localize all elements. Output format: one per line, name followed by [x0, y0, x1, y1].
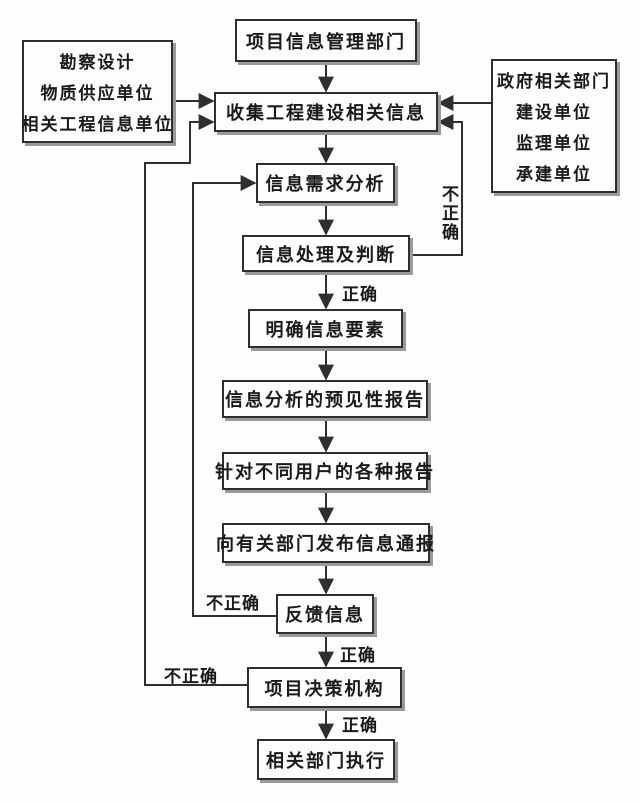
node-label-line: 政府相关部门: [497, 72, 611, 91]
node-label: 明确信息要素: [265, 319, 386, 340]
node-label-line: 监理单位: [516, 134, 592, 153]
node-predictive-report: 信息分析的预见性报告: [222, 380, 428, 418]
node-clarify-elements: 明确信息要素: [248, 309, 403, 348]
node-demand-analysis: 信息需求分析: [256, 163, 395, 203]
node-user-reports: 针对不同用户的各种报告: [215, 452, 433, 490]
node-label: 收集工程建设相关信息: [226, 103, 426, 123]
node-publish-bulletin: 向有关部门发布信息通报: [216, 523, 434, 563]
node-label: 项目信息管理部门: [246, 31, 406, 52]
node-label: 信息处理及判断: [256, 244, 396, 265]
edge-label-incorrect-from-process: 不正确: [439, 185, 458, 242]
edge-label-incorrect-from-decision: 不正确: [164, 667, 218, 686]
node-label: 项目决策机构: [264, 678, 385, 699]
edge-process-incorrect-to-collect: [410, 114, 463, 256]
node-label: 反馈信息: [285, 605, 365, 625]
node-decision-body: 项目决策机构: [247, 667, 402, 708]
node-label: 信息需求分析: [265, 174, 386, 194]
node-label-line: 勘察设计: [59, 53, 136, 72]
edge-decision-incorrect-to-collect: [144, 114, 247, 686]
node-label: 向有关部门发布信息通报: [216, 534, 436, 554]
node-label-line: 建设单位: [516, 103, 592, 122]
node-label: 相关部门执行: [266, 750, 386, 771]
edge-label-correct-after-decision: 正确: [342, 716, 378, 735]
node-label-line: 物质供应单位: [40, 84, 155, 103]
edge-label-correct-after-feedback: 正确: [340, 646, 376, 665]
node-left-sources: 勘察设计 物质供应单位 相关工程信息单位: [22, 40, 173, 143]
node-right-sources: 政府相关部门 建设单位 监理单位 承建单位: [491, 59, 617, 193]
node-feedback-info: 反馈信息: [276, 594, 374, 634]
node-collect-info: 收集工程建设相关信息: [214, 92, 438, 132]
edge-label-correct-after-process: 正确: [342, 285, 378, 304]
edge-feedback-incorrect-to-demand: [192, 175, 276, 617]
node-process-judge: 信息处理及判断: [242, 235, 410, 272]
edge-label-incorrect-from-feedback: 不正确: [206, 594, 260, 613]
node-project-info-dept: 项目信息管理部门: [235, 19, 417, 62]
node-label-line: 相关工程信息单位: [21, 115, 174, 134]
node-label: 信息分析的预见性报告: [225, 390, 425, 410]
node-label-line: 承建单位: [516, 165, 592, 184]
node-label: 针对不同用户的各种报告: [215, 462, 435, 482]
node-departments-execute: 相关部门执行: [257, 739, 395, 780]
